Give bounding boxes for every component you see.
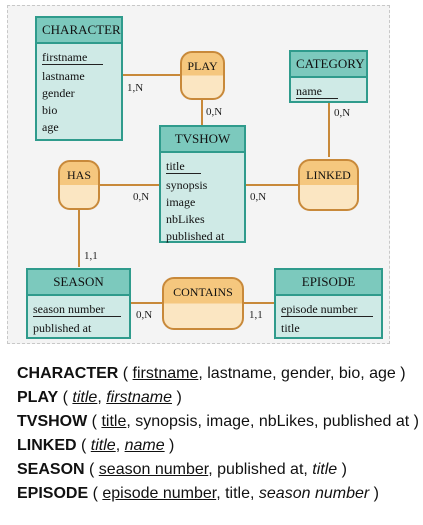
attribute-episode-title: title — [281, 321, 300, 335]
entity-category: CATEGORY name — [289, 50, 368, 103]
attribute-bio: bio — [42, 103, 58, 117]
schema-tvshow: TVSHOW ( title, synopsis, image, nbLikes… — [17, 413, 419, 430]
entity-character-attributes: firstname lastname gender bio age — [37, 44, 121, 136]
attribute-title: title — [166, 159, 201, 174]
relationship-has-label: HAS — [66, 168, 91, 182]
schema-episode-key: episode number — [102, 485, 217, 502]
entity-category-attributes: name — [291, 78, 366, 102]
schema-episode-rest: , title, — [216, 485, 259, 502]
schema-linked: LINKED ( title, name ) — [17, 437, 175, 454]
relationship-has: HAS — [58, 160, 100, 210]
schema-tvshow-name: TVSHOW — [17, 413, 88, 430]
schema-play-name: PLAY — [17, 389, 59, 406]
cardinality-season-contains: 0,N — [136, 309, 153, 321]
attribute-name: name — [296, 84, 338, 99]
schema-character-rest: , lastname, gender, bio, age — [198, 365, 396, 382]
entity-episode-title: EPISODE — [276, 270, 381, 296]
entity-character-title: CHARACTER — [37, 18, 121, 44]
schema-season-rest: , published at, — [208, 461, 313, 478]
relationship-play: PLAY — [180, 51, 225, 100]
attribute-published-at: published at — [166, 229, 225, 243]
entity-category-title: CATEGORY — [291, 52, 366, 78]
attribute-episode-number: episode number — [281, 302, 374, 317]
schema-play-fk2: firstname — [106, 389, 173, 406]
schema-linked-name: LINKED — [17, 437, 77, 454]
schema-linked-fk1: title — [90, 437, 116, 454]
schema-tvshow-key: title — [101, 413, 127, 430]
entity-season-title: SEASON — [28, 270, 129, 296]
cardinality-has-season: 1,1 — [84, 250, 98, 262]
schema-character-key: firstname — [132, 365, 199, 382]
relational-schema: CHARACTER ( firstname, lastname, gender,… — [17, 362, 419, 506]
schema-episode: EPISODE ( episode number, title, season … — [17, 485, 379, 502]
schema-tvshow-rest: , synopsis, image, nbLikes, published at — [126, 413, 410, 430]
entity-tvshow-title: TVSHOW — [161, 127, 244, 153]
cardinality-contains-episode: 1,1 — [249, 309, 263, 321]
cardinality-has-tvshow: 0,N — [133, 191, 150, 203]
schema-character-name: CHARACTER — [17, 365, 119, 382]
schema-play-fk1: title — [72, 389, 98, 406]
schema-character: CHARACTER ( firstname, lastname, gender,… — [17, 365, 406, 382]
diagram-canvas: CHARACTER firstname lastname gender bio … — [7, 5, 390, 344]
entity-tvshow: TVSHOW title synopsis image nbLikes publ… — [159, 125, 246, 243]
attribute-image: image — [166, 195, 196, 209]
entity-character: CHARACTER firstname lastname gender bio … — [35, 16, 123, 141]
schema-linked-fk2: name — [124, 437, 165, 454]
attribute-firstname: firstname — [42, 50, 104, 65]
schema-episode-fk: season number — [258, 485, 370, 502]
attribute-nblikes: nbLikes — [166, 212, 205, 226]
relationship-contains-label: CONTAINS — [173, 285, 233, 299]
entity-season-attributes: season number published at — [28, 296, 129, 337]
schema-season-name: SEASON — [17, 461, 85, 478]
relationship-linked-label: LINKED — [306, 168, 351, 182]
schema-season-key: season number — [98, 461, 209, 478]
entity-tvshow-attributes: title synopsis image nbLikes published a… — [161, 153, 244, 245]
entity-episode-attributes: episode number title — [276, 296, 381, 337]
relationship-contains: CONTAINS — [162, 277, 244, 330]
cardinality-category-linked: 0,N — [334, 107, 351, 119]
schema-season-fk: title — [312, 461, 338, 478]
entity-season: SEASON season number published at — [26, 268, 131, 339]
schema-episode-name: EPISODE — [17, 485, 89, 502]
attribute-age: age — [42, 120, 59, 134]
attribute-synopsis: synopsis — [166, 178, 208, 192]
attribute-season-number: season number — [33, 302, 121, 317]
attribute-gender: gender — [42, 86, 75, 100]
entity-episode: EPISODE episode number title — [274, 268, 383, 339]
cardinality-linked-tvshow: 0,N — [250, 191, 267, 203]
schema-season: SEASON ( season number, published at, ti… — [17, 461, 347, 478]
cardinality-play-tvshow: 0,N — [206, 106, 223, 118]
relationship-linked: LINKED — [298, 159, 359, 211]
attribute-season-published-at: published at — [33, 321, 92, 335]
schema-play: PLAY ( title, firstname ) — [17, 389, 182, 406]
connector-lines — [78, 74, 330, 304]
relationship-play-label: PLAY — [187, 59, 218, 73]
attribute-lastname: lastname — [42, 69, 85, 83]
cardinality-character-play: 1,N — [127, 82, 144, 94]
